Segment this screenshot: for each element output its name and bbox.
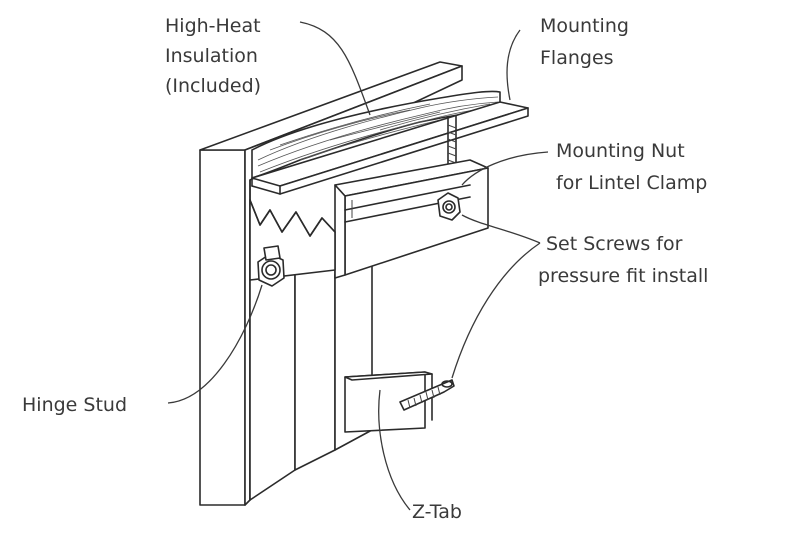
leader-lines bbox=[167, 21, 549, 511]
insulation-label-line3: (Included) bbox=[165, 75, 261, 97]
insulation-label-line1: High-Heat bbox=[165, 15, 261, 37]
flanges-label-line1: Mounting bbox=[540, 15, 629, 37]
lintel-clamp-bracket bbox=[334, 159, 489, 279]
mounting-nut-label-line1: Mounting Nut bbox=[556, 140, 685, 162]
mounting-nut-icon bbox=[437, 192, 461, 221]
flanges-label-line2: Flanges bbox=[540, 47, 614, 69]
set-screws-label-line1: Set Screws for bbox=[546, 233, 683, 255]
mounting-flange-plate bbox=[251, 101, 529, 195]
hinge-stud-label: Hinge Stud bbox=[22, 394, 127, 416]
hinge-stud-icon bbox=[257, 245, 285, 287]
labels: High-Heat Insulation (Included) Mounting… bbox=[22, 15, 708, 523]
z-tab-label: Z-Tab bbox=[412, 501, 462, 523]
mounting-nut-label-line2: for Lintel Clamp bbox=[556, 172, 707, 194]
set-screw-icon bbox=[399, 379, 455, 411]
insulation-label-line2: Insulation bbox=[165, 45, 258, 67]
set-screws-label-line2: pressure fit install bbox=[538, 265, 708, 287]
